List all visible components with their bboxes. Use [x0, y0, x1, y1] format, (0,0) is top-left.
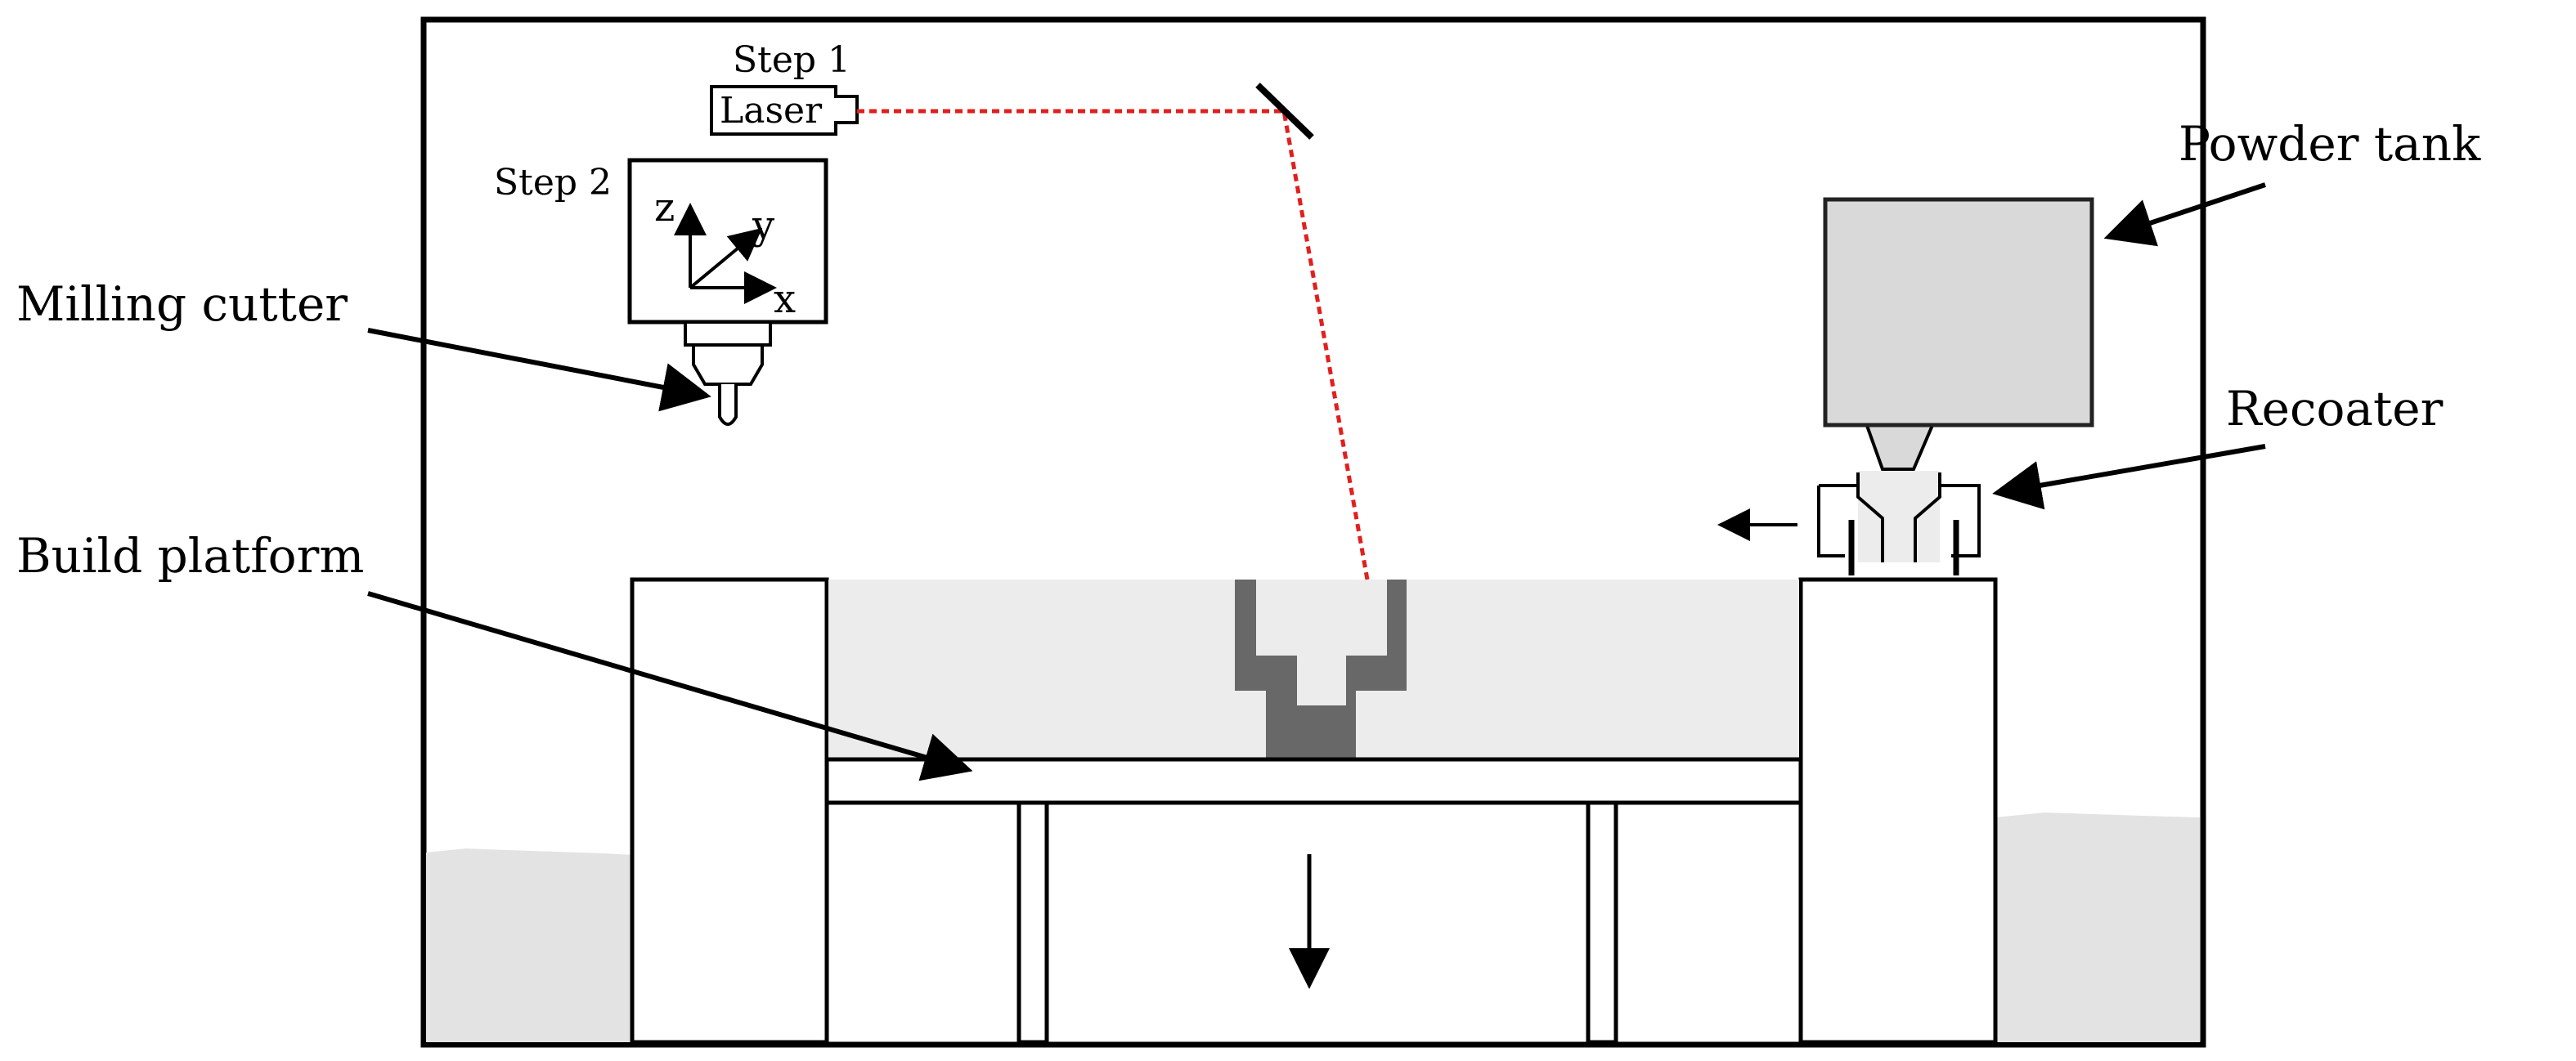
recoater-frame [1817, 484, 1981, 557]
milling-cutter-pointer [367, 328, 711, 412]
build-platform-label: Build platform [16, 528, 364, 584]
recoater-powder-fill [1858, 471, 1940, 562]
step2-label: Step 2 [494, 162, 612, 204]
left-wall [630, 577, 829, 1045]
laser-label: Laser [720, 90, 823, 132]
milling-cutter-label: Milling cutter [16, 276, 348, 332]
recoater-label: Recoater [2226, 381, 2444, 436]
cutter-tool [718, 384, 738, 426]
spindle-upper [684, 320, 772, 347]
milling-head-box [627, 158, 828, 325]
axis-z-label: z [654, 185, 675, 231]
platform-support-right [1586, 800, 1618, 1045]
axis-x-label: x [774, 276, 796, 322]
axis-y-arrow [689, 227, 763, 289]
build-platform [824, 757, 1803, 805]
laser-body [710, 85, 859, 136]
build-platform-pointer [367, 591, 973, 781]
mirror [1255, 83, 1314, 140]
recoater-pointer [1992, 444, 2266, 510]
right-wall [1798, 577, 1998, 1045]
platform-support-left [1016, 800, 1049, 1045]
left-powder-reservoir [426, 848, 634, 1042]
powder-tank [1823, 197, 2094, 428]
powder-tank-pointer [2103, 182, 2266, 247]
laser-beam [857, 109, 1370, 580]
right-powder-reservoir [1995, 813, 2200, 1042]
step1-label: Step 1 [733, 39, 850, 81]
spindle-lower [692, 343, 764, 386]
powder-tank-label: Powder tank [2179, 116, 2481, 172]
axis-y-label: y [752, 203, 774, 248]
fabricated-part [1235, 580, 1407, 759]
